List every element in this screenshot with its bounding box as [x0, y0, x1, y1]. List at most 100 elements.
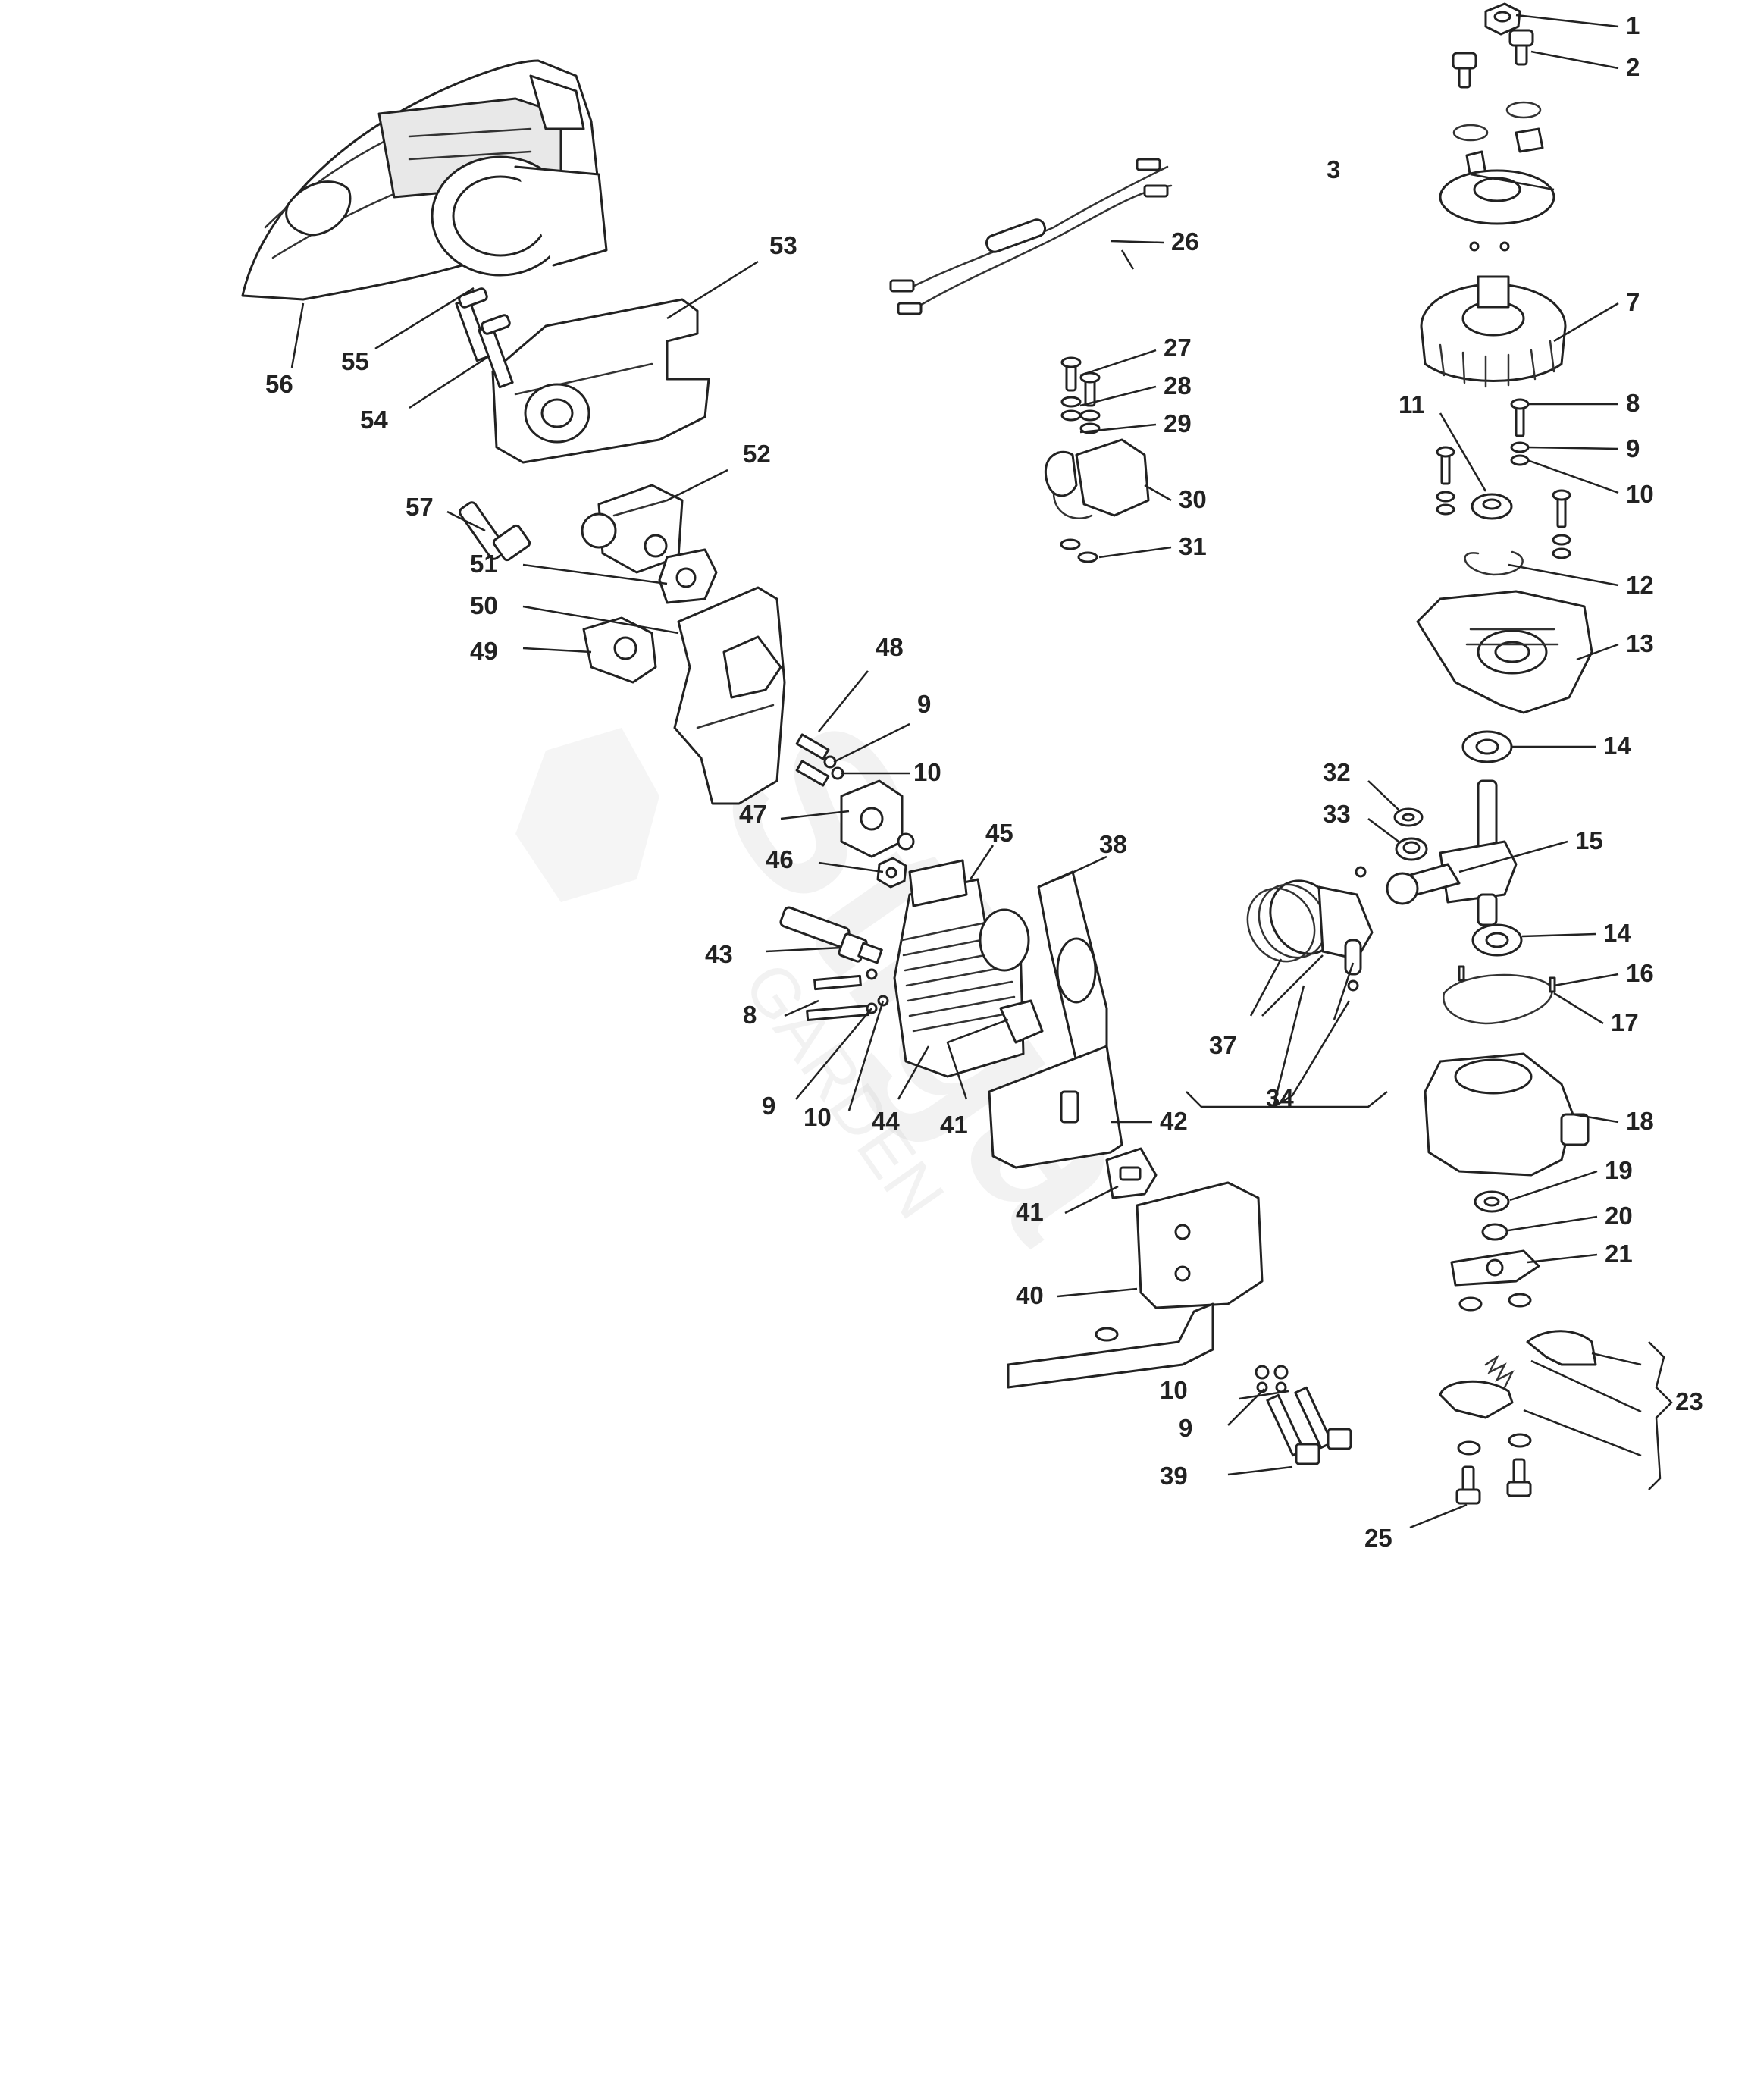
part-wire-26: [889, 158, 1173, 315]
part-bracket-49: [582, 616, 657, 684]
part-screws-48: [795, 733, 844, 787]
callout-57: 57: [406, 493, 434, 521]
callout-43: 43: [705, 940, 733, 968]
callout-11: 11: [1399, 390, 1425, 418]
part-seal-11: [1471, 493, 1513, 520]
callout-53: 53: [769, 231, 797, 259]
part-carburetor: [581, 484, 684, 574]
part-flywheel: [1420, 275, 1567, 388]
callout-51: 51: [470, 550, 498, 578]
callout-14a: 14: [1603, 732, 1631, 760]
callout-27: 27: [1164, 334, 1192, 362]
callout-8a: 8: [1626, 389, 1640, 417]
part-gasket-41a: [999, 999, 1044, 1044]
part-bolts-25: [1455, 1433, 1532, 1505]
part-cylinder: [893, 859, 1030, 1078]
callout-10b: 10: [913, 758, 941, 786]
part-screws-27: [1060, 356, 1101, 434]
part-gasket-41b: [1105, 1147, 1158, 1199]
part-seal-19: [1474, 1190, 1510, 1213]
callout-12: 12: [1626, 571, 1654, 599]
callout-3: 3: [1327, 155, 1340, 183]
callout-9a: 9: [1626, 434, 1640, 462]
callout-21: 21: [1605, 1240, 1633, 1268]
part-screws-54: [455, 287, 514, 389]
callout-20: 20: [1605, 1202, 1633, 1230]
callout-16: 16: [1626, 959, 1654, 987]
part-screws-39: [1255, 1365, 1352, 1465]
callout-55: 55: [341, 347, 369, 375]
callout-7: 7: [1626, 288, 1640, 316]
callout-50: 50: [470, 591, 498, 619]
part-washer-20: [1481, 1223, 1508, 1241]
part-gasket-38: [1037, 870, 1108, 1063]
callout-32: 32: [1323, 758, 1351, 786]
part-gasket-16: [1443, 965, 1556, 1025]
callout-48: 48: [876, 633, 904, 661]
part-crankcase-18: [1424, 1052, 1590, 1177]
callout-54: 54: [360, 406, 388, 434]
callout-19: 19: [1605, 1156, 1633, 1184]
callout-13: 13: [1626, 629, 1654, 657]
callout-8b: 8: [743, 1001, 757, 1029]
callout-45: 45: [985, 819, 1013, 847]
callout-28: 28: [1164, 371, 1192, 400]
part-shroud-50: [673, 586, 786, 805]
callout-2: 2: [1626, 53, 1640, 81]
part-needle-bearing-33: [1395, 837, 1428, 861]
callout-10a: 10: [1626, 480, 1654, 508]
callout-29: 29: [1164, 409, 1192, 437]
callout-30: 30: [1179, 485, 1207, 513]
callout-47: 47: [739, 800, 767, 828]
part-bearing-14a: [1461, 730, 1513, 763]
callout-10c: 10: [804, 1103, 832, 1131]
callout-46: 46: [766, 845, 794, 873]
callout-10d: 10: [1160, 1376, 1188, 1404]
callout-23: 23: [1675, 1387, 1703, 1415]
callout-52: 52: [743, 440, 771, 468]
part-clutch-carrier: [1450, 1249, 1540, 1312]
part-spark-plug: [779, 906, 883, 964]
part-bolts-2: [1452, 29, 1534, 89]
part-bearing-14b: [1471, 923, 1523, 957]
part-circlip-12: [1464, 550, 1524, 576]
callout-9c: 9: [762, 1092, 775, 1120]
part-muffler: [1007, 1181, 1264, 1389]
part-air-filter-ring: [431, 155, 608, 277]
part-module-47: [840, 779, 915, 858]
part-gasket-51: [658, 548, 718, 604]
callout-41b: 41: [1016, 1198, 1044, 1226]
part-air-box: [491, 298, 710, 464]
part-clutch-assembly-3: [1439, 101, 1555, 252]
part-screws-8: [806, 968, 889, 1021]
leader-lines: [290, 14, 1673, 1529]
callout-18: 18: [1626, 1107, 1654, 1135]
callout-40: 40: [1016, 1281, 1044, 1309]
callout-9b: 9: [917, 690, 931, 718]
callout-1: 1: [1626, 11, 1640, 39]
callout-14b: 14: [1603, 919, 1631, 947]
callout-17: 17: [1611, 1008, 1639, 1036]
part-ignition-coil: [1044, 438, 1150, 519]
part-clutch-shoes: [1439, 1330, 1597, 1419]
part-heat-shield: [988, 1045, 1123, 1169]
watermark-logo: [515, 728, 659, 902]
callout-49: 49: [470, 637, 498, 665]
callout-38: 38: [1099, 830, 1127, 858]
callout-37: 37: [1209, 1031, 1237, 1059]
callout-34: 34: [1266, 1084, 1294, 1112]
part-nut-46: [876, 857, 907, 889]
callout-31: 31: [1179, 532, 1207, 560]
part-piston: [1246, 866, 1374, 992]
callout-9d: 9: [1179, 1414, 1192, 1442]
callout-41a: 41: [940, 1111, 968, 1139]
callout-26: 26: [1171, 227, 1199, 255]
part-bolt-57: [459, 501, 531, 562]
callout-15: 15: [1575, 826, 1603, 854]
part-washers-31: [1060, 538, 1098, 563]
part-washer-32: [1393, 807, 1424, 827]
callout-labels: 1 2 3 7 8 9 10 11 12 13 14 15 14 16 17 1…: [265, 11, 1703, 1552]
part-screws-8-right: [1436, 398, 1571, 559]
callout-39: 39: [1160, 1462, 1188, 1490]
